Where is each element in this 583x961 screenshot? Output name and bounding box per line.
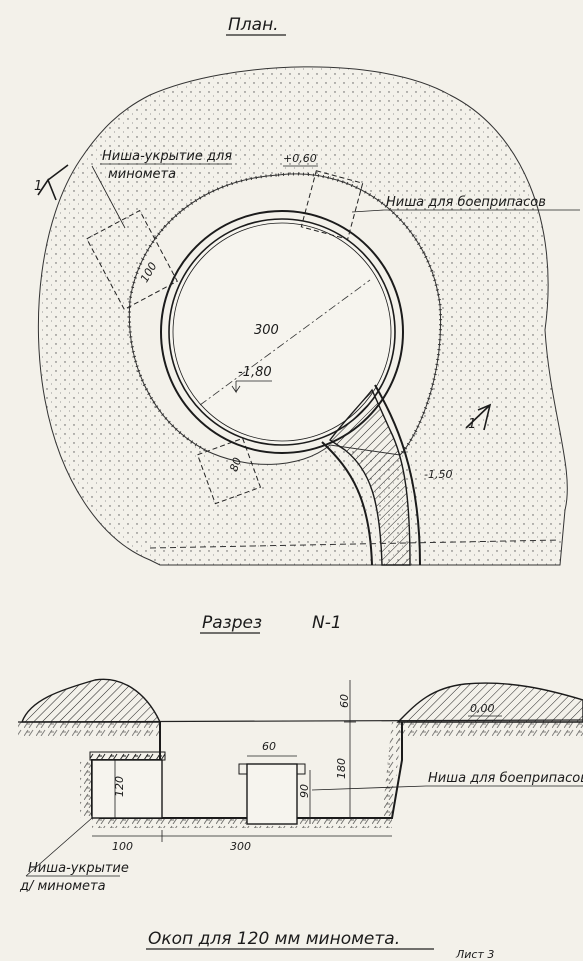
pit-soil-bottom [92, 818, 392, 828]
elev-bottom-label: -1,80 [238, 365, 272, 380]
ammo-hook-left [238, 763, 248, 775]
ammo-section-leader [311, 785, 427, 791]
elev-bottom-arrow [231, 381, 241, 394]
elev-ditch-label: -1,50 [424, 468, 452, 481]
left-parapet [20, 678, 162, 723]
shelter-niche [91, 759, 163, 819]
elev-top-label: +0,60 [283, 152, 317, 165]
svg-text:1: 1 [468, 417, 476, 432]
drawing-caption: Окоп для 120 мм миномета. [148, 929, 400, 949]
pit-inner2 [172, 222, 392, 442]
dim-ammo-h-label: 90 [298, 784, 311, 798]
section-title: Разрез [202, 613, 262, 633]
pit-soil-right [402, 722, 583, 738]
shelter-label-2: миномета [108, 167, 176, 182]
pit-soil-left [18, 722, 160, 738]
sheet-label: Лист 3 [455, 948, 494, 961]
diameter-line [199, 279, 371, 406]
top-elev-label: 0,00 [470, 702, 495, 715]
dim-depth-label: 180 [335, 758, 348, 779]
niche-w2-label: 80 [227, 456, 244, 474]
shelter-soil-left [80, 760, 92, 818]
diameter-label: 300 [254, 323, 279, 338]
ground-line [149, 539, 561, 549]
pit-inner [168, 218, 396, 446]
right-parapet [396, 682, 583, 723]
access-trench [328, 388, 411, 566]
shelter-leader [91, 165, 126, 229]
shelter-niche-outline [86, 209, 178, 311]
shelter-roof [89, 751, 166, 761]
dim-ammo-w-label: 60 [262, 740, 276, 753]
section-view: Разрез N-1 60 180 90 60 120 [17, 613, 583, 894]
ammo-label-plan: Ниша для боеприпасов [386, 195, 546, 210]
trench-wall-right [374, 384, 421, 566]
cut-mark-right: 1 [465, 403, 492, 432]
shelter-label-section-1: Ниша-укрытие [28, 861, 129, 876]
dim-niche-h-label: 120 [113, 776, 126, 797]
section-number: N-1 [312, 613, 342, 633]
ammo-hook-right [296, 763, 306, 775]
shelter-label-1: Ниша-укрытие для [102, 149, 232, 164]
trench-wall-left [321, 441, 373, 566]
svg-text:1: 1 [34, 179, 42, 194]
shelter-section-leader [25, 817, 93, 877]
bottom-niche-outline [196, 437, 262, 505]
cut-mark-left: 1 [34, 164, 69, 201]
dim-parapet-label: 60 [338, 694, 351, 708]
plan-view: План. 300 +0,60 -1,80 -1,50 100 [34, 15, 580, 566]
ammo-niche-section [246, 763, 298, 825]
plan-title: План. [228, 15, 279, 35]
dim-pit-w-label: 300 [230, 840, 251, 853]
dim-niche-w-label: 100 [112, 840, 133, 853]
shelter-label-section-2: д/ миномета [19, 879, 106, 894]
ammo-label-section: Ниша для боеприпасов [428, 771, 583, 786]
ammo-leader [351, 209, 385, 213]
pit-soil-wall [382, 722, 402, 818]
